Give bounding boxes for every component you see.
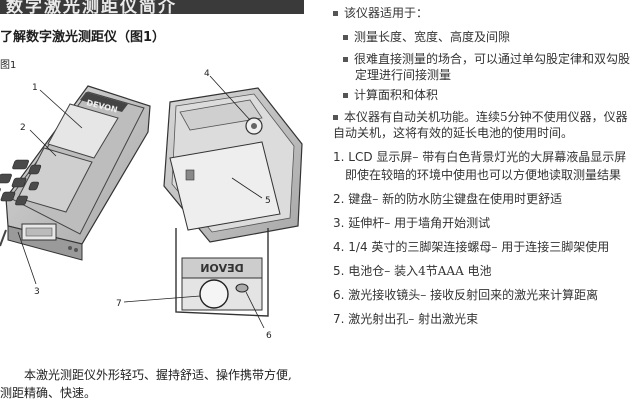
device-figure: DEVON DEVON	[0, 69, 303, 341]
figure-label: 图1	[0, 60, 17, 71]
part-item-5: 5. 电池仓– 装入4节AAA 电池	[333, 264, 492, 278]
callout-4: 4	[204, 69, 210, 79]
usage-item: 测量长度、宽度、高度及间隙	[343, 28, 510, 45]
bullet-square-icon	[343, 93, 348, 98]
part-item-6: 6. 激光接收镜头– 接收反射回来的激光来计算距离	[333, 288, 599, 302]
part-item-2: 2. 键盘– 新的防水防尘键盘在使用时更舒适	[333, 192, 563, 206]
section-title: 了解数字激光测距仪（图1）	[0, 30, 166, 45]
bullet-square-icon	[343, 35, 348, 40]
device-bottom-illustration: DEVON	[175, 228, 269, 317]
callout-lines	[17, 75, 265, 329]
bullet-square-icon	[333, 11, 338, 16]
device-brand-mirrored: DEVON	[200, 262, 244, 275]
part-item-3: 3. 延伸杆– 用于墙角开始测试	[333, 216, 491, 230]
part-item-1: 1. LCD 显示屏– 带有白色背景灯光的大屏幕液晶显示屏	[333, 150, 627, 164]
caption-line-2: 测距精确、快速。	[0, 386, 97, 400]
auto-off-note: 本仪器有自动关机功能。连续5分钟不使用仪器，仪器	[333, 108, 628, 125]
callout-1: 1	[32, 83, 38, 93]
callout-2: 2	[20, 123, 26, 133]
usage-item: 计算面积和体积	[343, 86, 438, 103]
bullet-square-icon	[343, 57, 348, 62]
callout-6: 6	[266, 331, 272, 341]
part-item-1-continued: 即使在较暗的环境中使用也可以方便地读取测量结果	[345, 168, 622, 182]
device-back-illustration	[163, 87, 303, 243]
usage-item: 很难直接测量的场合，可以通过单勾股定律和双勾股	[343, 50, 630, 67]
usage-heading: 该仪器适用于：	[333, 4, 428, 21]
usage-item-continued: 定理进行间接测量	[355, 68, 452, 82]
bullet-square-icon	[333, 115, 338, 120]
callout-5: 5	[265, 196, 271, 206]
caption-line-1: 本激光测距仪外形轻巧、握持舒适、操作携带方便,	[24, 368, 292, 382]
header-bar: 数字激光测距仪简介	[0, 0, 304, 14]
header-title: 数字激光测距仪简介	[6, 0, 177, 14]
part-item-7: 7. 激光射出孔– 射出激光束	[333, 312, 479, 326]
callout-7: 7	[116, 299, 122, 309]
auto-off-note-continued: 自动关机，这将有效的延长电池的使用时间。	[333, 126, 574, 140]
part-item-4: 4. 1/4 英寸的三脚架连接螺母– 用于连接三脚架使用	[333, 240, 610, 254]
device-front-illustration: DEVON	[0, 85, 151, 261]
callout-3: 3	[34, 287, 40, 297]
figure-caption: 本激光测距仪外形轻巧、握持舒适、操作携带方便, 测距精确、快速。	[0, 366, 304, 402]
